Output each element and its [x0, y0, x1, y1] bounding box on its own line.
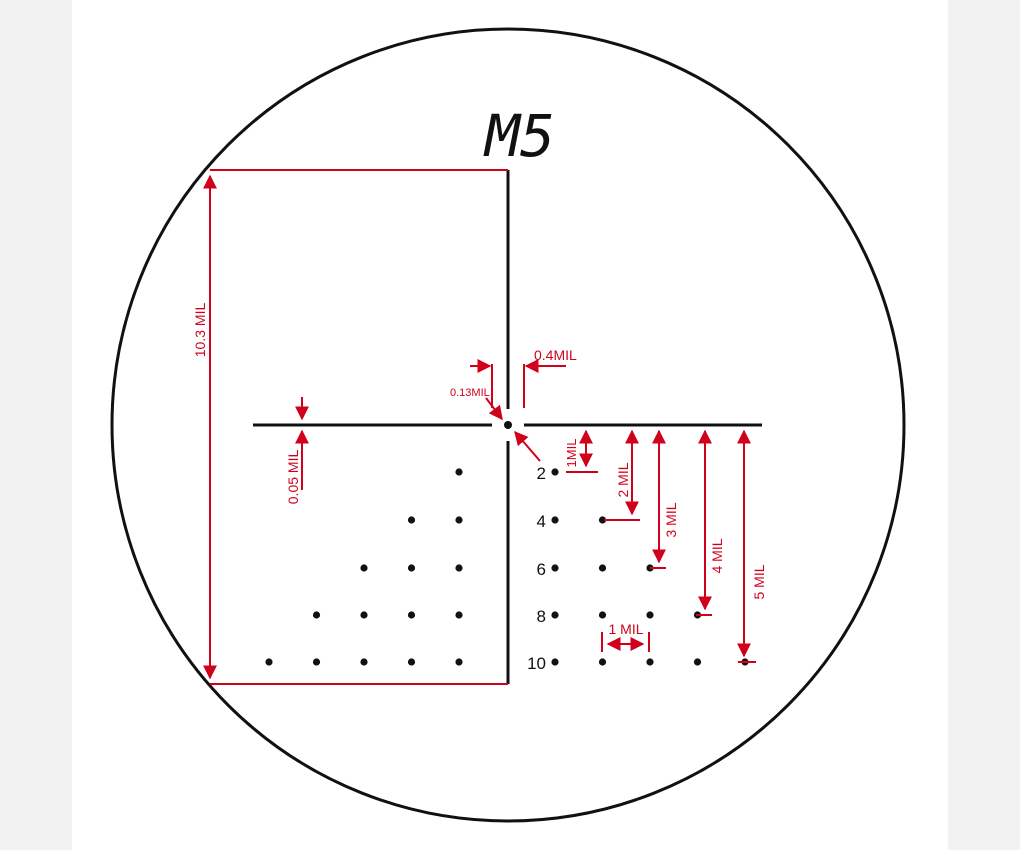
holdover-dot-right-r8-3	[646, 611, 654, 619]
holdover-dot-right-r10-4	[693, 658, 702, 666]
holdover-dot-left-r8-4	[312, 611, 321, 619]
holdover-dot-left-r10-2	[407, 658, 416, 666]
holdover-dot-right-r6-2	[598, 564, 607, 572]
holdover-dot-right-r4-1	[551, 516, 559, 524]
drop-2-label: 2 MIL	[615, 462, 631, 497]
scope-field-circle	[110, 27, 906, 823]
holdover-dot-right-r8-1	[551, 611, 559, 619]
row-label-8: 8	[537, 607, 546, 626]
holdover-dot-left-r6-3	[360, 564, 368, 572]
holdover-dot-right-r8-2	[598, 611, 607, 619]
holdover-dot-left-r2-1	[455, 468, 463, 476]
holdover-dot-left-r6-2	[407, 564, 416, 572]
center-dot	[504, 421, 512, 429]
holdover-dot-left-r8-2	[407, 611, 416, 619]
holdover-dot-left-r10-1	[455, 658, 463, 666]
holdover-dot-right-r10-2	[598, 658, 607, 666]
holdover-dot-left-r10-3	[360, 658, 368, 666]
holdover-dot-left-r6-1	[455, 564, 463, 572]
holdover-dot-right-r4-2	[598, 516, 607, 524]
dimension-lines	[203, 169, 756, 685]
holdover-dot-right-r6-1	[551, 564, 559, 572]
height-label: 10.3 MIL	[192, 303, 208, 358]
holdover-dot-right-r10-1	[551, 658, 559, 666]
dot-arrow-lower	[514, 430, 541, 462]
drop-3-label: 3 MIL	[663, 502, 679, 537]
holdover-dot-left-r4-2	[407, 516, 416, 524]
model-label: M5	[483, 102, 555, 170]
drop-5-label: 5 MIL	[751, 564, 767, 599]
left-frame-panel	[0, 0, 72, 850]
row-label-10: 10	[527, 654, 546, 673]
holdover-dot-left-r10-5	[265, 658, 273, 666]
holdover-dot-right-r10-3	[646, 658, 654, 666]
row-label-4: 4	[537, 512, 546, 531]
holdover-dot-left-r10-4	[312, 658, 321, 666]
holdover-dot-right-r2-1	[551, 468, 559, 476]
row-label-2: 2	[537, 464, 546, 483]
thickness-label: 0.05 MIL	[285, 450, 301, 505]
drop-4-label: 4 MIL	[709, 538, 725, 573]
right-frame-panel	[948, 0, 1020, 850]
holdover-dot-left-r8-3	[360, 611, 368, 619]
dot-arrow-upper	[485, 397, 503, 421]
left-holdover-dots	[265, 468, 463, 666]
center-dot-label: 0.13MIL	[450, 387, 490, 399]
holdover-dot-left-r4-1	[455, 516, 463, 524]
spacing-label: 1 MIL	[608, 621, 643, 637]
holdover-dot-left-r8-1	[455, 611, 463, 619]
row-label-6: 6	[537, 560, 546, 579]
gap-label: 0.4MIL	[534, 347, 577, 363]
drop-1-label: 1MIL	[564, 439, 579, 468]
